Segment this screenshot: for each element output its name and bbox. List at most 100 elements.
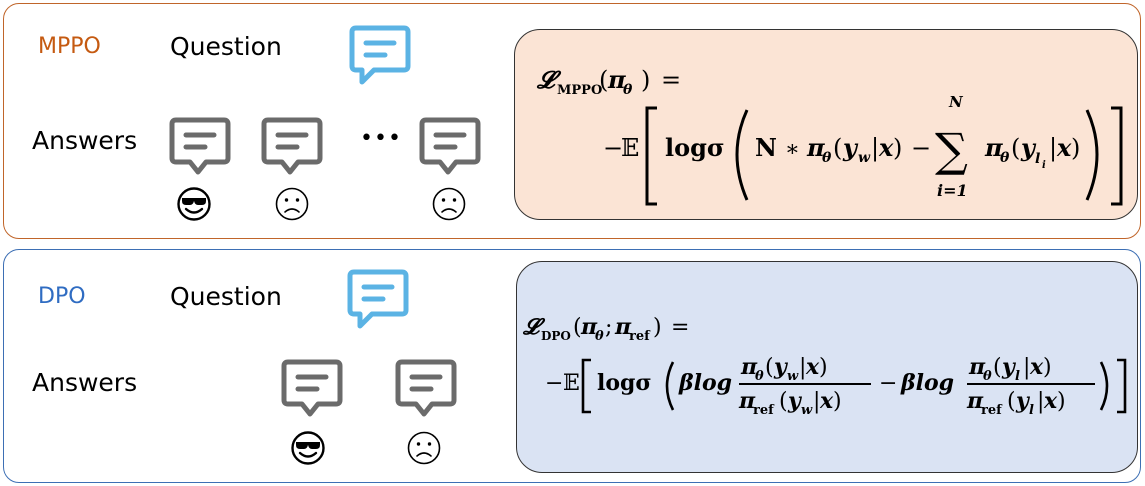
- answer-speech-bubble-icon: [261, 117, 323, 175]
- dpo-expectation: 𝔼: [563, 371, 580, 396]
- ellipsis: •••: [360, 126, 402, 151]
- dpo-minus-mid: −: [879, 371, 897, 396]
- svg-text:(: (: [765, 355, 774, 380]
- mppo-l: l: [1035, 151, 1040, 167]
- svg-text:(: (: [779, 389, 788, 414]
- mppo-formula-box: 𝓛 MPPO ( π θ ) = − 𝔼 logσ N ∗ π θ (: [514, 29, 1138, 220]
- sunglasses-face-icon: [177, 187, 211, 221]
- dpo-f2-num-x: x: [1029, 354, 1044, 380]
- svg-text:): ): [653, 315, 662, 340]
- frowning-face-icon: [432, 187, 466, 221]
- dpo-logsigma: logσ: [597, 370, 652, 396]
- svg-text:(: (: [833, 134, 842, 162]
- svg-text:): ): [893, 134, 902, 162]
- svg-text:): ): [833, 389, 842, 414]
- dpo-formula-box: 𝓛 DPO ( π θ ; π ref ) = − 𝔼 logσ βlog π: [516, 261, 1138, 473]
- answer-speech-bubble-icon: [169, 117, 231, 175]
- dpo-answers-label: Answers: [32, 368, 138, 397]
- dpo-f2-den-x: x: [1043, 388, 1058, 414]
- dpo-f2-num-theta: θ: [983, 369, 992, 384]
- frowning-face-icon: [275, 187, 309, 221]
- mppo-lhs-theta: θ: [623, 82, 633, 98]
- dpo-f2-den-l: l: [1029, 403, 1034, 418]
- answer-speech-bubble-icon: [395, 359, 457, 417]
- answer-speech-bubble-icon: [281, 359, 343, 417]
- svg-text:|: |: [871, 134, 879, 163]
- mppo-question-label: Question: [170, 32, 282, 61]
- mppo-y-2: y: [1020, 133, 1037, 162]
- dpo-lhs-ref: ref: [629, 329, 651, 344]
- dpo-lhs-pi: π: [580, 314, 598, 340]
- dpo-f2-num-l: l: [1015, 369, 1020, 384]
- dpo-f1-den-ref: ref: [753, 403, 775, 418]
- svg-text:(: (: [1007, 389, 1016, 414]
- svg-text:(: (: [573, 315, 582, 340]
- dpo-beta-log-2: βlog: [900, 370, 954, 396]
- mppo-x: x: [878, 133, 894, 162]
- question-speech-bubble-icon: [347, 269, 409, 329]
- dpo-question-label: Question: [170, 282, 282, 311]
- dpo-f2-den-ref: ref: [981, 403, 1003, 418]
- dpo-tag: DPO: [38, 284, 86, 309]
- dpo-panel: DPO Question Answers 𝓛 DPO (: [3, 249, 1141, 483]
- mppo-y: y: [842, 133, 859, 162]
- svg-text:): ): [641, 66, 650, 94]
- dpo-formula: 𝓛 DPO ( π θ ; π ref ) = − 𝔼 logσ βlog π: [522, 314, 1127, 418]
- dpo-f1-num-theta: θ: [755, 369, 764, 384]
- svg-text:(: (: [599, 66, 608, 94]
- mppo-w: w: [858, 150, 871, 166]
- dpo-f1-num-x: x: [805, 354, 820, 380]
- dpo-f2-num-pi: π: [968, 354, 986, 380]
- dpo-f2-num-y: y: [1001, 354, 1017, 380]
- mppo-answers-label: Answers: [32, 126, 138, 155]
- dpo-f1-num-w: w: [787, 369, 799, 384]
- dpo-f1-den-pi: π: [738, 388, 756, 414]
- svg-text:): ): [1043, 355, 1052, 380]
- svg-text:): ): [1057, 389, 1066, 414]
- dpo-f1-num-pi: π: [740, 354, 758, 380]
- dpo-beta-log-1: βlog: [678, 370, 732, 396]
- question-speech-bubble-icon: [349, 25, 411, 85]
- mppo-star: ∗: [785, 137, 800, 162]
- mppo-pi: π: [806, 133, 825, 162]
- dpo-f1-den-y: y: [787, 388, 803, 414]
- mppo-minus: −: [603, 134, 623, 162]
- dpo-lhs-theta: θ: [595, 329, 604, 344]
- svg-text:|: |: [813, 389, 820, 414]
- mppo-sum-bottom: i=1: [937, 181, 968, 200]
- dpo-f2-den-y: y: [1015, 388, 1031, 414]
- mppo-theta-2: θ: [1000, 150, 1010, 166]
- mppo-sum-top: N: [948, 93, 964, 111]
- svg-text:|: |: [799, 355, 806, 380]
- mppo-N: N: [755, 133, 777, 162]
- mppo-tag: MPPO: [38, 34, 101, 59]
- dpo-lhs-pi-ref: π: [614, 314, 632, 340]
- answer-speech-bubble-icon: [419, 117, 481, 175]
- dpo-lhs-sub: DPO: [541, 329, 571, 343]
- mppo-pi-2: π: [984, 133, 1003, 162]
- mppo-panel: MPPO Question Answers •••: [3, 3, 1141, 239]
- dpo-f1-den-w: w: [801, 403, 813, 418]
- mppo-theta: θ: [822, 150, 832, 166]
- mppo-lhs-sub: MPPO: [557, 83, 602, 98]
- svg-text:(: (: [1011, 134, 1020, 162]
- dpo-f1-num-y: y: [773, 354, 789, 380]
- dpo-f1-den-x: x: [819, 388, 834, 414]
- dpo-f2-den-pi: π: [966, 388, 984, 414]
- mppo-x-2: x: [1056, 133, 1072, 162]
- mppo-i: i: [1042, 160, 1046, 171]
- mppo-sum: ∑: [935, 123, 968, 177]
- frowning-face-icon: [407, 431, 441, 465]
- mppo-minus2: −: [911, 134, 931, 162]
- mppo-expectation: 𝔼: [621, 134, 639, 162]
- dpo-equals: =: [671, 315, 689, 340]
- svg-text:;: ;: [605, 315, 612, 340]
- svg-text:): ): [1071, 134, 1080, 162]
- svg-text:|: |: [1023, 355, 1030, 380]
- mppo-equals: =: [661, 66, 681, 94]
- svg-text:|: |: [1037, 389, 1044, 414]
- mppo-formula: 𝓛 MPPO ( π θ ) = − 𝔼 logσ N ∗ π θ (: [536, 65, 1123, 206]
- svg-text:(: (: [993, 355, 1002, 380]
- mppo-lhs-pi: π: [607, 65, 626, 94]
- dpo-minus: −: [545, 371, 563, 396]
